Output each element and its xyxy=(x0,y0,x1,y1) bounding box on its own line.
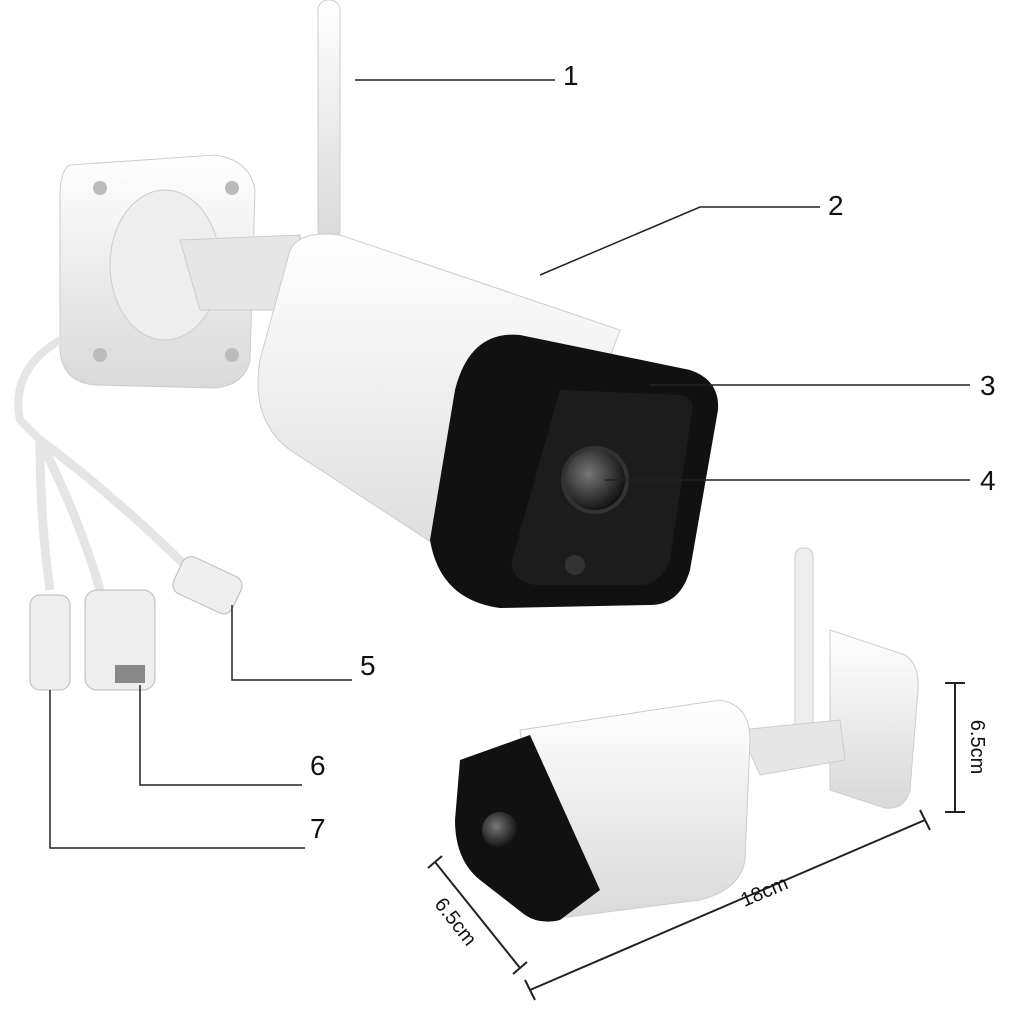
dimension-lines xyxy=(427,682,965,1001)
callout-6: 6 xyxy=(310,750,326,781)
callout-3: 3 xyxy=(980,370,996,401)
leader-2 xyxy=(539,206,820,276)
leader-6 xyxy=(139,685,302,786)
leader-lines xyxy=(49,79,970,849)
callout-7: 7 xyxy=(310,813,326,844)
leader-7 xyxy=(49,690,305,849)
main-camera xyxy=(14,0,719,691)
reset-connector xyxy=(29,594,71,691)
callout-2: 2 xyxy=(828,190,844,221)
side-camera xyxy=(455,547,919,922)
dimension-height: 6.5cm xyxy=(966,719,989,775)
power-jack xyxy=(172,556,243,615)
antenna xyxy=(317,0,341,241)
callout-4: 4 xyxy=(980,465,996,496)
callout-1: 1 xyxy=(563,60,579,91)
callout-5: 5 xyxy=(360,650,376,681)
leader-5 xyxy=(231,605,352,681)
